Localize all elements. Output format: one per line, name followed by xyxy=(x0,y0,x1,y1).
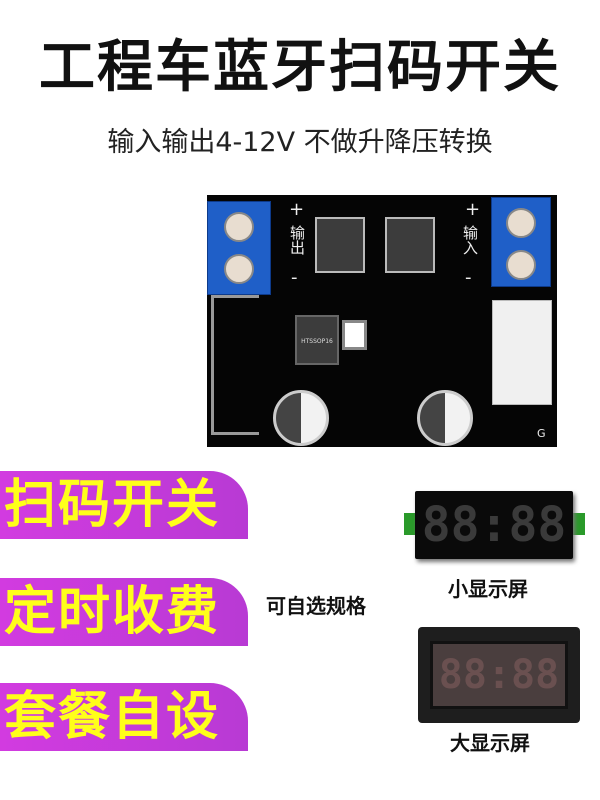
large-display-label: 大显示屏 xyxy=(450,731,530,755)
output-terminal xyxy=(207,201,271,295)
capacitor xyxy=(417,390,473,446)
input-terminal xyxy=(491,197,551,287)
plus-label: + xyxy=(289,199,305,220)
output-label: 输出 xyxy=(288,225,306,255)
page-subtitle: 输入输出4-12V 不做升降压转换 xyxy=(107,127,493,158)
minus-label: - xyxy=(291,267,298,288)
large-display-option[interactable]: 88:88 xyxy=(418,627,580,723)
mount-tab xyxy=(404,513,418,535)
small-display-label: 小显示屏 xyxy=(448,577,528,601)
display-digits: 88:88 xyxy=(438,652,560,698)
feature-banner-custom-plan: 套餐自设 xyxy=(0,683,248,751)
plus-label: + xyxy=(465,199,481,220)
crystal xyxy=(342,320,367,350)
page-title: 工程车蓝牙扫码开关 xyxy=(39,35,561,100)
feature-banner-timed-billing: 定时收费 xyxy=(0,578,248,646)
feature-banner-scan-switch: 扫码开关 xyxy=(0,471,248,539)
display-digits: 88:88 xyxy=(421,497,567,553)
regulator-chip xyxy=(385,217,435,273)
pin-label: G xyxy=(537,427,546,440)
main-chip: HTSSOP16 xyxy=(295,315,339,365)
spec-label: 可自选规格 xyxy=(266,594,366,618)
connector xyxy=(492,300,552,405)
regulator-chip xyxy=(315,217,365,273)
minus-label: - xyxy=(465,267,472,288)
mount-tab xyxy=(571,513,585,535)
pcb-board-image: + + 输出 输入 - - HTSSOP16 G xyxy=(207,195,557,447)
small-display-option[interactable]: 88:88 xyxy=(415,491,573,559)
input-label: 输入 xyxy=(461,225,479,255)
antenna-trace xyxy=(211,295,259,435)
capacitor xyxy=(273,390,329,446)
